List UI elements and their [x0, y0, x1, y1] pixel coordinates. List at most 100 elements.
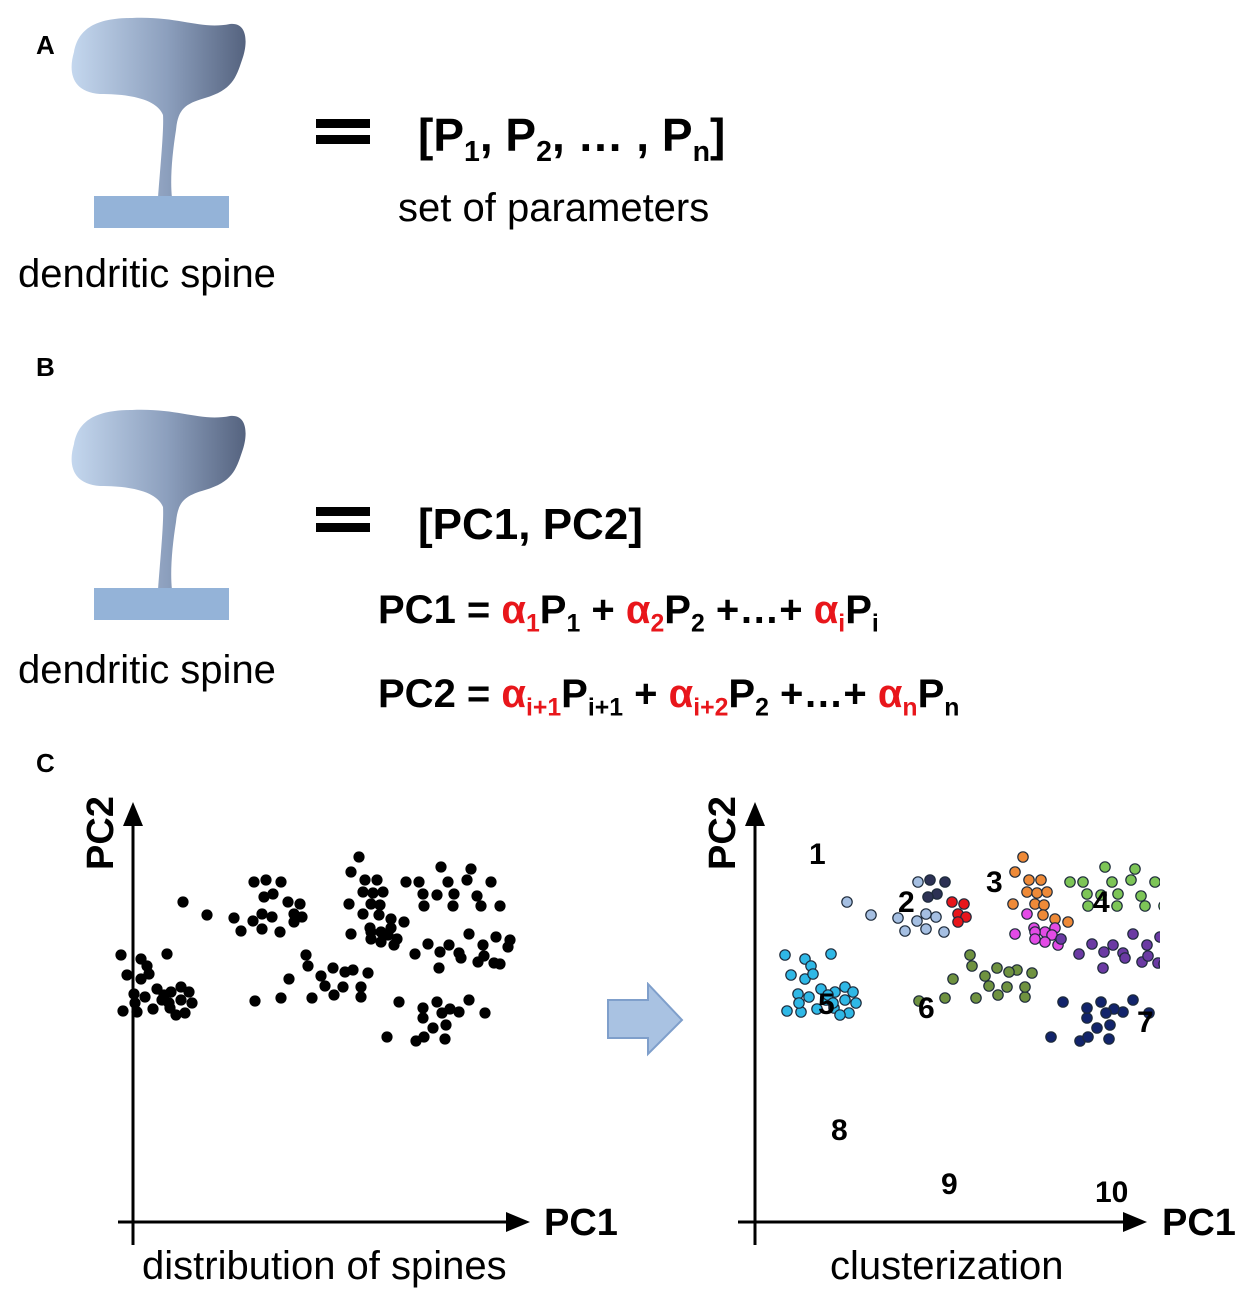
x-axis-arrowhead-right	[1123, 1212, 1147, 1232]
cluster-10-point	[1081, 1002, 1093, 1014]
spine-point	[463, 928, 475, 940]
spine-point	[375, 936, 387, 948]
cluster-8-point	[793, 997, 805, 1009]
cluster-3-point	[1023, 874, 1035, 886]
spine-point	[391, 933, 403, 945]
cluster-10-point	[1095, 996, 1107, 1008]
spine-point	[201, 909, 213, 921]
cluster-8-point	[811, 1003, 823, 1015]
cluster-4-point	[1149, 876, 1160, 888]
cluster-6-point	[1021, 908, 1033, 920]
right-point-group	[779, 851, 1160, 1047]
cluster-5-point	[912, 876, 924, 888]
spine-point	[431, 889, 443, 901]
cluster-10-point	[1104, 1019, 1116, 1031]
spine-point	[275, 876, 287, 888]
left-x-axis-label: PC1	[544, 1202, 618, 1244]
cluster-3-point	[1035, 874, 1047, 886]
cluster-8-point	[781, 1005, 793, 1017]
spine-point	[355, 981, 367, 993]
spine-head-a	[71, 17, 246, 198]
cluster-3-point	[1037, 909, 1049, 921]
spine-point	[434, 946, 446, 958]
spine-point	[417, 1002, 429, 1014]
cluster-8-point	[807, 968, 819, 980]
spine-point	[339, 966, 351, 978]
cluster-2-point	[939, 876, 951, 888]
cluster-9-point	[947, 973, 959, 985]
cluster-2-point	[922, 891, 934, 903]
spine-point	[327, 962, 339, 974]
cluster-5-point	[938, 926, 950, 938]
spine-point	[306, 992, 318, 1004]
cluster-9-point	[966, 960, 978, 972]
spine-point	[413, 876, 425, 888]
dendritic-spine-illustration-b	[71, 409, 246, 620]
spine-point	[282, 896, 294, 908]
spine-point	[442, 876, 454, 888]
cluster-5-point	[892, 912, 904, 924]
cluster-10-point	[1091, 1022, 1103, 1034]
cluster-8-point	[779, 949, 791, 961]
cluster-4-point	[1082, 900, 1094, 912]
spine-point	[163, 997, 175, 1009]
cluster-4-point	[1099, 861, 1111, 873]
cluster-3-point	[1038, 899, 1050, 911]
spine-point	[158, 989, 170, 1001]
spine-point	[365, 898, 377, 910]
spine-point	[439, 1033, 451, 1045]
spine-point	[115, 949, 127, 961]
right-arrow-icon	[607, 982, 684, 1057]
spine-point	[357, 886, 369, 898]
cluster-8-point	[825, 948, 837, 960]
cluster-7-point	[1107, 939, 1119, 951]
cluster-6-point	[1039, 936, 1051, 948]
cluster-10-point	[1127, 994, 1139, 1006]
cluster-label-6: 6	[918, 992, 935, 1025]
cluster-5-point	[841, 896, 853, 908]
spine-point	[288, 916, 300, 928]
cluster-9-point	[970, 992, 982, 1004]
cluster-5-point	[899, 925, 911, 937]
spine-point	[463, 994, 475, 1006]
cluster-4-point	[1129, 863, 1141, 875]
spine-point	[294, 898, 306, 910]
left-y-axis-label: PC2	[80, 796, 122, 870]
spine-point	[135, 973, 147, 985]
caption-clusterization: clusterization	[830, 1244, 1064, 1288]
cluster-7-point	[1097, 962, 1109, 974]
spine-point	[494, 900, 506, 912]
equals-bar-bottom-b	[316, 523, 370, 532]
panel-label-a: A	[36, 30, 55, 60]
spine-point	[478, 950, 490, 962]
cluster-9-point	[1026, 967, 1038, 979]
cluster-label-3: 3	[986, 866, 1003, 899]
cluster-7-point	[1142, 950, 1154, 962]
spine-point	[355, 991, 367, 1003]
spine-point	[398, 916, 410, 928]
cluster-10-point	[1081, 1012, 1093, 1024]
spine-point	[400, 876, 412, 888]
spine-point	[490, 931, 502, 943]
spine-point	[385, 913, 397, 925]
spine-point	[328, 989, 340, 1001]
cluster-7-point	[1086, 938, 1098, 950]
cluster-8-point	[827, 997, 839, 1009]
cluster-10-point	[1045, 1031, 1057, 1043]
spine-point	[485, 876, 497, 888]
cluster-7-point	[1127, 928, 1139, 940]
cluster-9-point	[1003, 966, 1015, 978]
caption-dendritic-spine-a: dendritic spine	[18, 252, 276, 296]
cluster-9-point	[1019, 991, 1031, 1003]
spine-point	[359, 874, 371, 886]
caption-distribution-of-spines: distribution of spines	[142, 1244, 507, 1288]
spine-point	[374, 899, 386, 911]
dendritic-spine-illustration-a	[71, 17, 246, 228]
cluster-label-1: 1	[809, 838, 826, 871]
spine-point	[417, 1012, 429, 1024]
dendrite-base-a	[94, 196, 229, 228]
spine-point	[249, 995, 261, 1007]
cluster-8-point	[839, 994, 851, 1006]
dendrite-base-b	[94, 588, 229, 620]
cluster-3-point	[1021, 886, 1033, 898]
